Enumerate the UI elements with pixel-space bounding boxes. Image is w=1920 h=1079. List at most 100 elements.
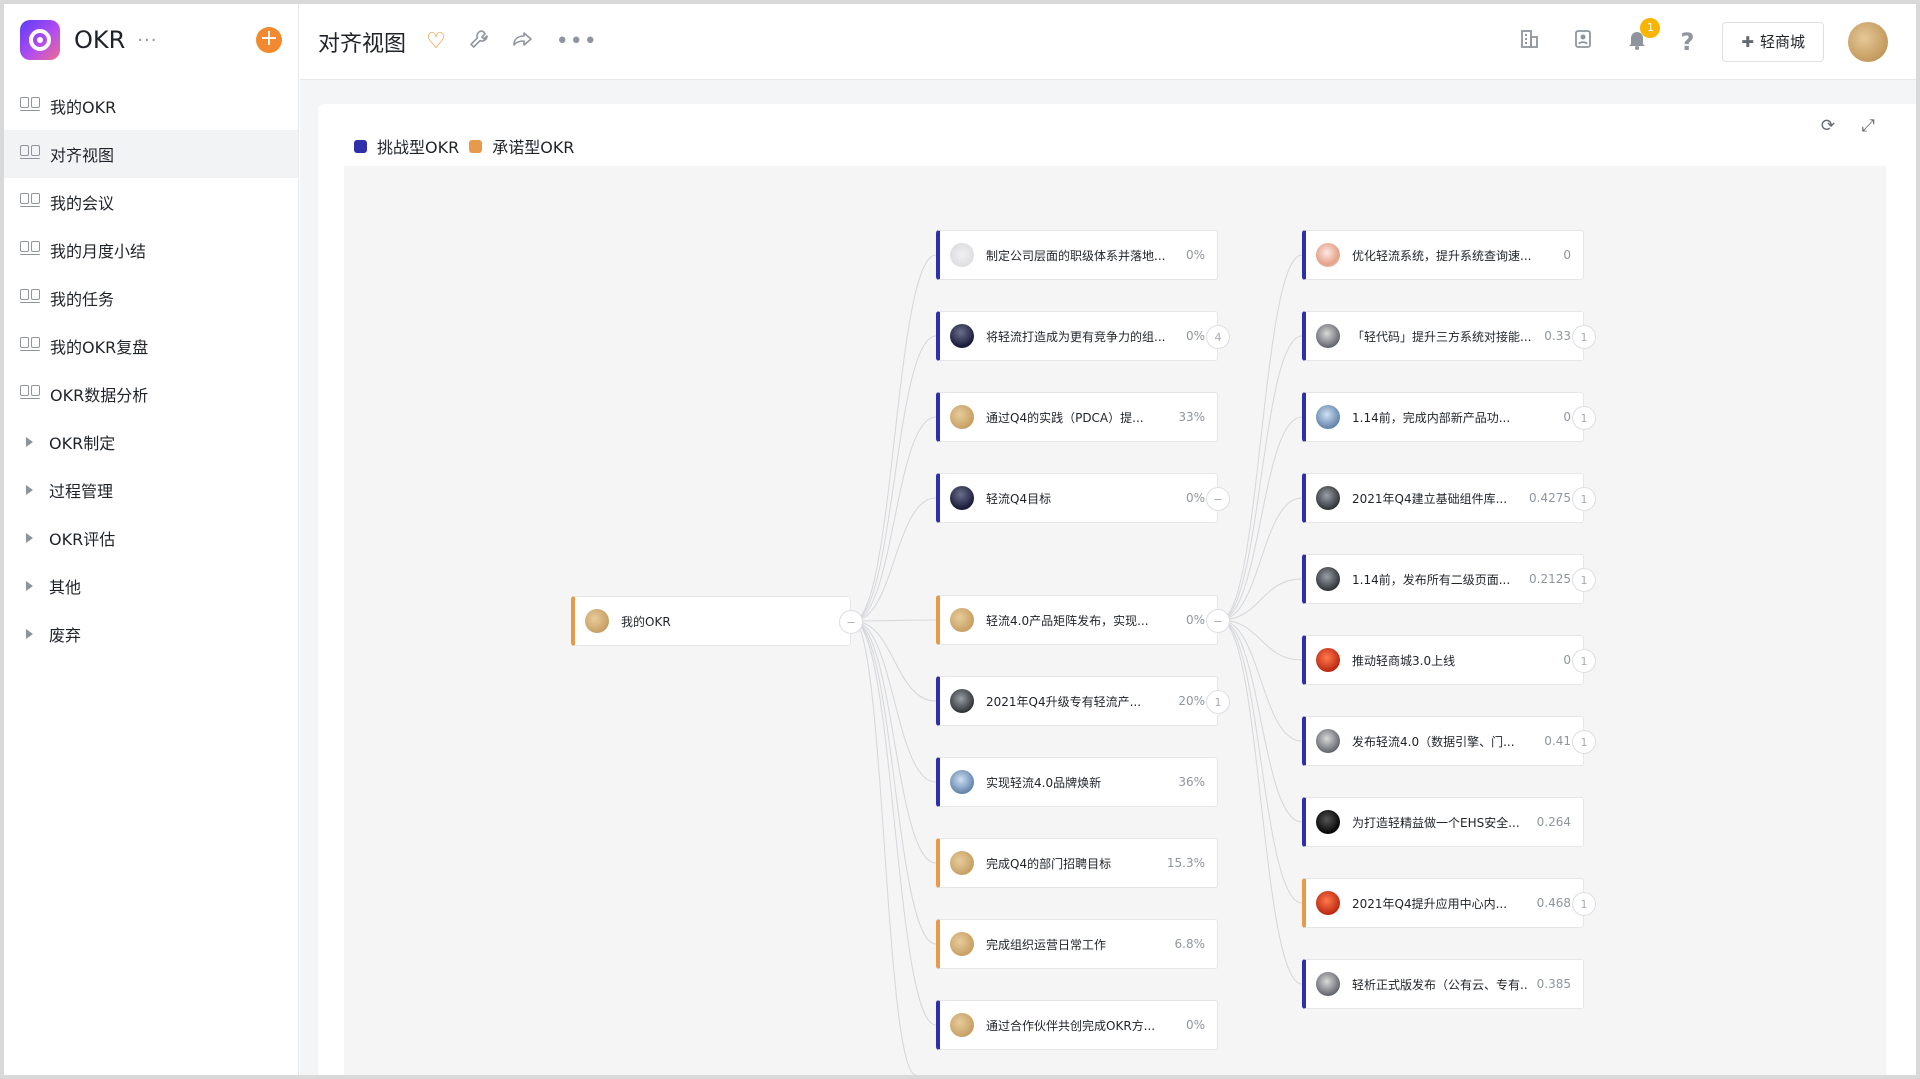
tree-link: [1219, 578, 1303, 621]
okr-node[interactable]: 完成组织运营日常工作 6.8%: [936, 919, 1218, 969]
more-options-icon[interactable]: •••: [555, 29, 598, 54]
okr-title: 通过Q4的实践（PDCA）提...: [986, 410, 1144, 425]
sidebar-item-5[interactable]: 我的OKR复盘: [4, 322, 298, 370]
okr-progress: 6.8%: [1174, 937, 1206, 951]
okr-title: 完成组织运营日常工作: [986, 937, 1107, 952]
page-icon: [20, 337, 40, 355]
sidebar-item-11[interactable]: 废弃: [4, 610, 298, 658]
okr-node[interactable]: 将轻流打造成为更有竞争力的组...0%4: [936, 311, 1230, 361]
caret-right-icon: [26, 437, 33, 447]
topbar: 对齐视图 ♡ ••• 1 ? ✚ 轻商城: [300, 4, 1916, 80]
building-icon[interactable]: [1518, 28, 1540, 56]
sidebar-item-10[interactable]: 其他: [4, 562, 298, 610]
expand-toggle[interactable]: 1: [1572, 325, 1596, 349]
owner-avatar: [1316, 648, 1340, 672]
sidebar-item-6[interactable]: OKR数据分析: [4, 370, 298, 418]
owner-avatar: [1316, 405, 1340, 429]
expand-toggle[interactable]: 1: [1206, 690, 1230, 714]
okr-progress: 15.3%: [1166, 856, 1205, 870]
caret-right-icon: [26, 581, 33, 591]
page-icon: [20, 385, 40, 403]
caret-right-icon: [26, 629, 33, 639]
sidebar-item-0[interactable]: 我的OKR: [4, 82, 298, 130]
sidebar-item-1[interactable]: 对齐视图: [4, 130, 298, 178]
okr-node[interactable]: 通过Q4的实践（PDCA）提...33%: [936, 392, 1218, 442]
legend-swatch: [469, 139, 483, 153]
sidebar-item-9[interactable]: OKR评估: [4, 514, 298, 562]
okr-node[interactable]: 我的OKR−: [571, 596, 863, 646]
share-icon[interactable]: [512, 28, 534, 56]
tree-link: [852, 620, 937, 945]
page-icon: [20, 97, 40, 115]
sidebar-item-7[interactable]: OKR制定: [4, 418, 298, 466]
refresh-icon[interactable]: ⟳: [1820, 116, 1836, 136]
owner-avatar: [950, 851, 974, 875]
okr-node[interactable]: 轻析正式版发布（公有云、专有...0.385: [1302, 959, 1584, 1009]
expand-toggle[interactable]: 4: [1206, 325, 1230, 349]
okr-progress: 0.41: [1544, 734, 1571, 748]
favorite-heart-icon[interactable]: ♡: [426, 29, 446, 54]
help-icon[interactable]: ?: [1680, 27, 1695, 56]
contacts-icon[interactable]: [1572, 28, 1594, 56]
owner-avatar: [950, 324, 974, 348]
expand-toggle[interactable]: −: [1206, 609, 1230, 633]
expand-toggle[interactable]: −: [1206, 487, 1230, 511]
okr-title: 为打造轻精益做一个EHS安全...: [1352, 815, 1520, 830]
okr-title: 「轻代码」提升三方系统对接能...: [1352, 329, 1532, 344]
owner-avatar: [950, 486, 974, 510]
expand-toggle[interactable]: 1: [1572, 487, 1596, 511]
expand-toggle[interactable]: 1: [1572, 730, 1596, 754]
page-icon: [20, 289, 40, 307]
more-icon[interactable]: ···: [137, 29, 158, 51]
expand-toggle[interactable]: 1: [1572, 568, 1596, 592]
okr-node[interactable]: 制定公司层面的职级体系并落地...0%: [936, 230, 1218, 280]
page-title: 对齐视图: [318, 31, 407, 57]
okr-progress: 36%: [1178, 775, 1205, 789]
okr-progress: 0%: [1185, 613, 1205, 627]
owner-avatar: [1316, 972, 1340, 996]
expand-toggle[interactable]: −: [839, 610, 863, 634]
okr-progress: 20%: [1178, 694, 1205, 708]
sidebar-item-label: OKR数据分析: [50, 386, 149, 405]
okr-title: 推动轻商城3.0上线: [1352, 653, 1456, 668]
sidebar-item-8[interactable]: 过程管理: [4, 466, 298, 514]
okr-title: 通过合作伙伴共创完成OKR方...: [986, 1018, 1156, 1033]
add-button[interactable]: +: [256, 27, 282, 53]
sidebar-item-4[interactable]: 我的任务: [4, 274, 298, 322]
mall-button[interactable]: ✚ 轻商城: [1722, 21, 1824, 62]
sidebar-item-2[interactable]: 我的会议: [4, 178, 298, 226]
caret-right-icon: [26, 533, 33, 543]
okr-node[interactable]: 为打造轻精益做一个EHS安全...0.264: [1302, 797, 1584, 847]
sidebar-item-3[interactable]: 我的月度小结: [4, 226, 298, 274]
okr-title: 1.14前，完成内部新产品功...: [1352, 410, 1511, 425]
fullscreen-icon[interactable]: ⤢: [1861, 116, 1875, 136]
user-avatar[interactable]: [1848, 21, 1888, 62]
okr-node[interactable]: 完成Q4的部门招聘目标 15.3%: [936, 838, 1218, 888]
okr-progress: 0: [1563, 410, 1571, 424]
okr-node[interactable]: 2021年Q4升级专有轻流产...20%1: [936, 676, 1230, 726]
expand-toggle[interactable]: 1: [1572, 649, 1596, 673]
okr-progress: 0%: [1185, 329, 1205, 343]
caret-right-icon: [26, 485, 33, 495]
okr-title: 完成Q4的部门招聘目标: [986, 856, 1112, 871]
wrench-icon[interactable]: [468, 28, 490, 56]
owner-avatar: [585, 609, 609, 633]
expand-toggle[interactable]: 1: [1572, 406, 1596, 430]
expand-toggle[interactable]: 1: [1572, 892, 1596, 916]
okr-node[interactable]: 优化轻流系统，提升系统查询速...0: [1302, 230, 1584, 280]
okr-node[interactable]: 轻流4.0产品矩阵发布，实现...0%−: [936, 595, 1230, 645]
okr-node[interactable]: 通过合作伙伴共创完成OKR方...0%: [936, 1000, 1218, 1050]
notification-bell-icon[interactable]: 1: [1626, 17, 1661, 56]
okr-tree-canvas[interactable]: 我的OKR− 制定公司层面的职级体系并落地...0% 将轻流打造成为更有竞争力的组.…: [344, 166, 1886, 1075]
